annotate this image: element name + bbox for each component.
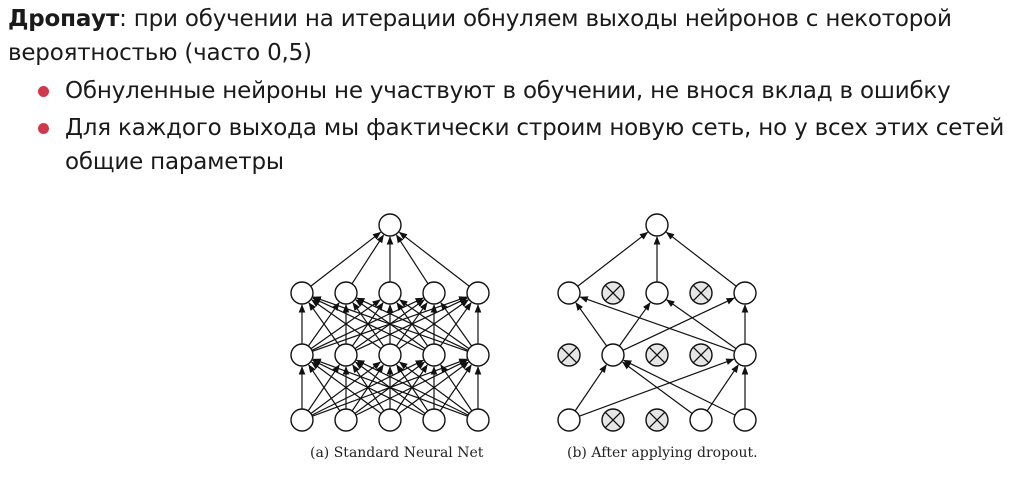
input-neuron xyxy=(466,408,490,432)
intro-paragraph: Дропаут: при обучении на итерации обнуля… xyxy=(8,2,1018,70)
output-neuron xyxy=(378,213,402,237)
edge-h1-h2 xyxy=(575,302,608,347)
input-neuron xyxy=(733,408,757,432)
edge-in-h1 xyxy=(356,359,469,416)
dropped-neuron xyxy=(557,343,581,367)
edge-in-h1 xyxy=(308,364,341,412)
bullet-list: Обнуленные нейроны не участвуют в обучен… xyxy=(8,74,1018,179)
input-neuron xyxy=(290,408,314,432)
edge-h1-h2 xyxy=(399,299,470,350)
edge-in-h1 xyxy=(623,359,736,416)
edge-in-h1 xyxy=(312,358,468,417)
edge-in-h1 xyxy=(310,361,382,414)
input-neuron xyxy=(378,408,402,432)
edge-in-h1 xyxy=(440,364,473,412)
bullet-dot-icon xyxy=(38,86,49,97)
dropout-term: Дропаут xyxy=(8,6,120,32)
dropped-neuron xyxy=(689,281,713,305)
input-neuron xyxy=(689,408,713,432)
input-neuron xyxy=(557,408,581,432)
caption-standard-net: (a) Standard Neural Net xyxy=(310,445,484,461)
dropped-neuron xyxy=(601,281,625,305)
edge-in-h1 xyxy=(398,361,470,414)
hidden-neuron xyxy=(290,343,314,367)
edge-h1-h2 xyxy=(356,297,469,351)
intro-definition: : при обучении на итерации обнуляем выхо… xyxy=(8,6,952,66)
bullet-dot-icon xyxy=(38,123,49,134)
edge-h1-h2 xyxy=(666,299,737,350)
edge-h2-out xyxy=(351,234,384,285)
edge-h2-out xyxy=(665,231,737,287)
output-neuron xyxy=(645,213,669,237)
hidden-neuron xyxy=(645,281,669,305)
hidden-neuron xyxy=(601,343,625,367)
edge-h1-h2 xyxy=(579,296,735,352)
edge-h1-h2 xyxy=(618,302,651,347)
slide-text: Дропаут: при обучении на итерации обнуля… xyxy=(8,2,1018,182)
edge-h1-h2 xyxy=(312,297,425,351)
hidden-neuron xyxy=(334,281,358,305)
hidden-neuron xyxy=(290,281,314,305)
bullet-text: Для каждого выхода мы фактически строим … xyxy=(65,115,1005,175)
edge-h2-out xyxy=(398,231,470,287)
edge-in-h1 xyxy=(574,364,607,412)
edge-h1-h2 xyxy=(440,302,473,347)
edge-in-h1 xyxy=(312,359,425,416)
hidden-neuron xyxy=(733,343,757,367)
edge-h2-out xyxy=(396,234,429,285)
edge-h2-out xyxy=(577,231,649,287)
caption-dropout-net: (b) After applying dropout. xyxy=(567,445,758,461)
edge-in-h1 xyxy=(621,361,693,414)
bullet-item: Для каждого выхода мы фактически строим … xyxy=(8,111,1018,179)
hidden-neuron xyxy=(378,281,402,305)
edge-h1-h2 xyxy=(311,299,382,350)
dropout-figure: (a) Standard Neural Net (b) After applyi… xyxy=(280,205,770,475)
dropped-neuron xyxy=(645,343,669,367)
edge-h2-out xyxy=(310,231,382,287)
input-neuron xyxy=(334,408,358,432)
dropped-neuron xyxy=(689,343,713,367)
hidden-neuron xyxy=(557,281,581,305)
hidden-neuron xyxy=(422,343,446,367)
network-diagrams xyxy=(290,213,757,432)
dropped-neuron xyxy=(601,408,625,432)
hidden-neuron xyxy=(466,343,490,367)
hidden-neuron xyxy=(733,281,757,305)
dropped-neuron xyxy=(645,408,669,432)
edge-h1-h2 xyxy=(312,296,468,352)
hidden-neuron xyxy=(466,281,490,305)
bullet-text: Обнуленные нейроны не участвуют в обучен… xyxy=(65,78,951,104)
input-neuron xyxy=(422,408,446,432)
edge-h1-h2 xyxy=(308,302,341,347)
hidden-neuron xyxy=(378,343,402,367)
hidden-neuron xyxy=(334,343,358,367)
edge-h1-h2 xyxy=(622,297,735,351)
hidden-neuron xyxy=(422,281,446,305)
bullet-item: Обнуленные нейроны не участвуют в обучен… xyxy=(8,74,1018,108)
edge-in-h1 xyxy=(706,364,739,412)
